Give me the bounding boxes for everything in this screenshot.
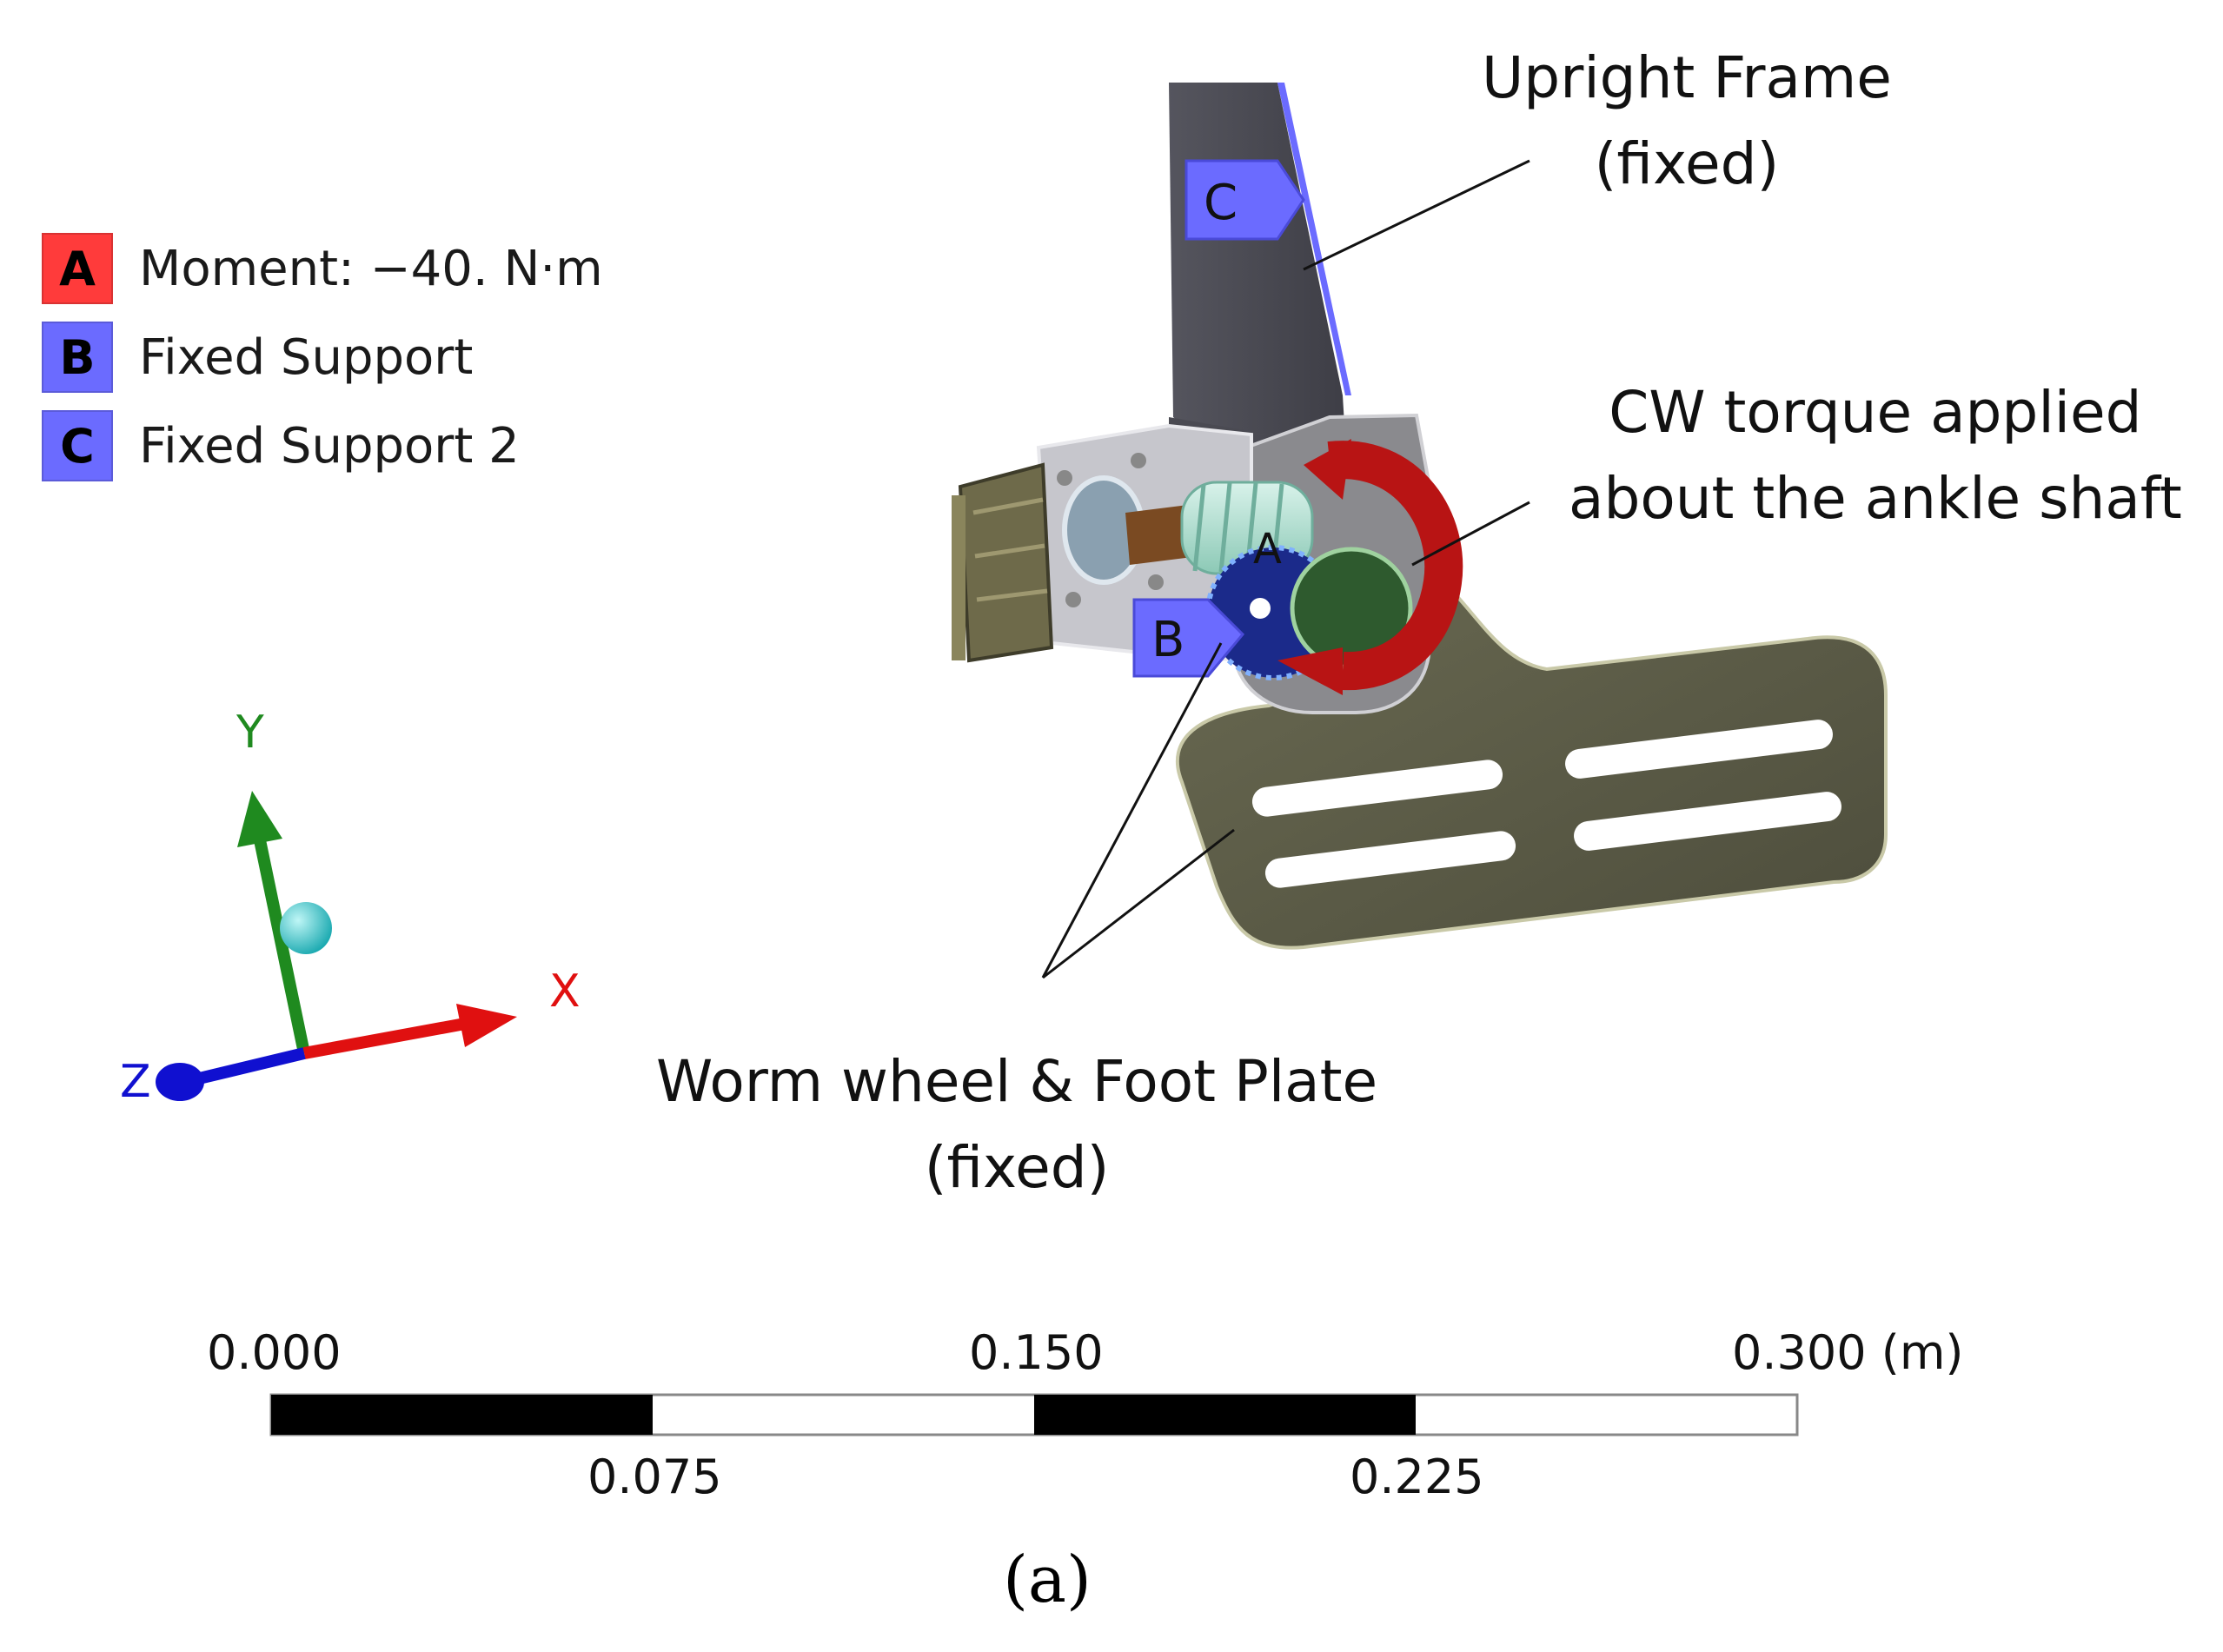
legend-badge-a: A	[42, 233, 113, 304]
moment-marker-label: A	[1253, 525, 1282, 574]
y-axis-arrow	[253, 834, 310, 1055]
x-axis-arrow	[302, 1018, 467, 1059]
legend-label-fixed-support-2: Fixed Support 2	[139, 417, 520, 474]
foot-plate-slot	[1251, 760, 1503, 817]
figure-caption: (a)	[1003, 1543, 1092, 1617]
leader-line-foot-plate	[1042, 828, 1235, 979]
legend-item-moment: A Moment: −40. N·m	[42, 224, 603, 313]
legend-item-fixed-support: B Fixed Support	[42, 313, 603, 401]
y-axis-label: Y	[236, 707, 264, 759]
boundary-condition-legend: A Moment: −40. N·m B Fixed Support C Fix…	[42, 224, 603, 490]
foot-plate-slot	[1574, 792, 1841, 851]
worm-wheel	[1205, 545, 1413, 680]
legend-item-fixed-support-2: C Fixed Support 2	[42, 401, 603, 490]
scale-bar-segment	[1034, 1395, 1416, 1435]
scale-label-0: 0.000	[207, 1325, 342, 1380]
legend-label-fixed-support: Fixed Support	[139, 328, 474, 386]
z-axis-arrow	[194, 1047, 306, 1085]
foot-plate	[1176, 561, 1888, 950]
callout-upright-frame: Upright Frame (fixed)	[1482, 44, 1892, 197]
foot-plate-slot	[1264, 831, 1516, 888]
upright-frame	[1169, 83, 1351, 452]
scale-label-150: 0.150	[969, 1325, 1104, 1380]
scale-label-225: 0.225	[1350, 1450, 1484, 1504]
callout-cw-torque: CW torque applied about the ankle shaft	[1569, 379, 2182, 532]
view-sphere-icon	[280, 902, 332, 954]
scale-label-075: 0.075	[587, 1450, 722, 1504]
svg-text:C: C	[1204, 175, 1238, 231]
callout-worm-wheel-foot-plate: Worm wheel & Foot Plate (fixed)	[656, 1048, 1378, 1201]
support-marker-b: B	[1132, 598, 1245, 678]
z-axis-label: Z	[120, 1056, 151, 1108]
scale-bar-segment	[271, 1395, 653, 1435]
legend-label-moment: Moment: −40. N·m	[139, 240, 603, 297]
motor-body	[958, 462, 1054, 663]
scale-label-300: 0.300 (m)	[1732, 1325, 1964, 1380]
legend-badge-b: B	[42, 322, 113, 393]
legend-badge-c: C	[42, 410, 113, 481]
scale-bar	[269, 1393, 1799, 1436]
coordinate-triad: Y X Z	[120, 707, 581, 1108]
moment-arrow	[1277, 439, 1463, 695]
leader-line-worm-wheel	[1041, 642, 1223, 979]
svg-text:B: B	[1151, 612, 1184, 668]
x-axis-label: X	[549, 965, 581, 1018]
foot-plate-slot	[1565, 720, 1833, 779]
upright-frame-support-face	[1277, 83, 1351, 395]
stepper-motor	[952, 462, 1054, 663]
leader-line-torque	[1411, 501, 1530, 567]
support-marker-c: C	[1184, 159, 1305, 241]
leader-line-upright	[1303, 159, 1530, 271]
